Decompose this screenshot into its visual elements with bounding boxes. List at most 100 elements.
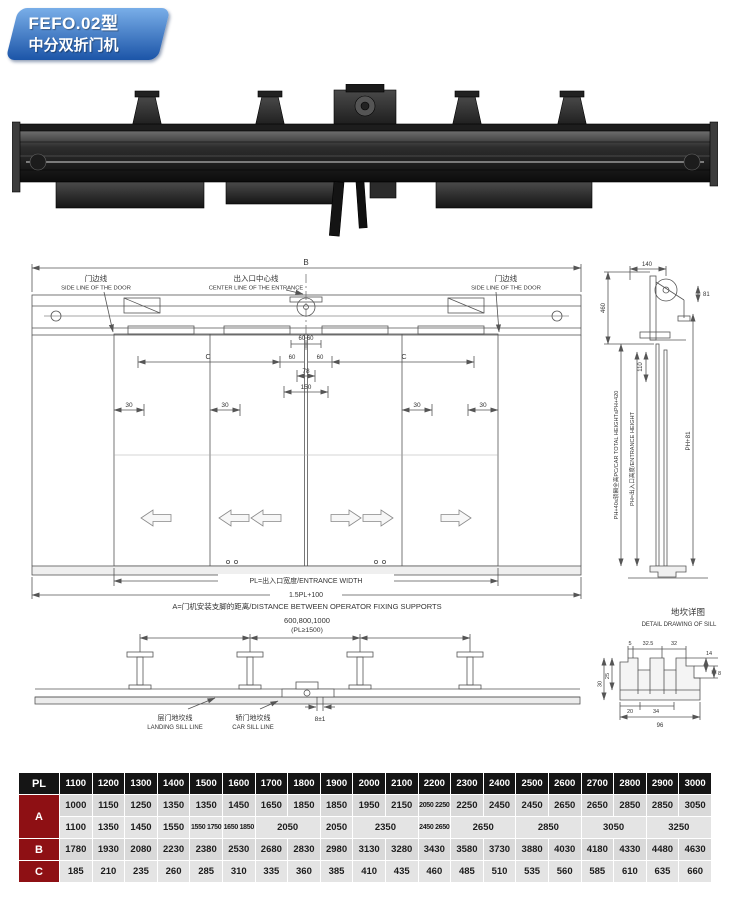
model-type: 中分双折门机	[28, 36, 119, 54]
model-badge-text: FEFO.02型 中分双折门机	[12, 8, 164, 56]
table-cell: 2050 2250	[417, 794, 452, 817]
table-cell: 2530	[221, 838, 256, 861]
model-name: FEFO.02型	[28, 14, 119, 33]
table-cell: 1850	[287, 794, 321, 817]
dim-34-label: 34	[653, 709, 659, 715]
pulley	[683, 153, 701, 171]
dim-460-label: 460	[601, 302, 607, 313]
support-title: A=门机安装支脚的距离/DISTANCE BETWEEN OPERATOR FI…	[172, 601, 441, 611]
overall-width-label: 1.5PL+100	[289, 592, 323, 599]
table-cell: 210	[91, 860, 126, 883]
table-cell: 235	[124, 860, 158, 883]
table-cell: 1550 1750	[189, 816, 223, 839]
table-cell: 1850	[319, 794, 354, 817]
table-cell: 3580	[450, 838, 484, 861]
table-cell: 1350	[156, 794, 191, 817]
dim-96-label: 96	[657, 723, 664, 729]
table-cell: 2830	[287, 838, 321, 861]
ph81-label: PH+81	[685, 431, 692, 451]
table-cell: 435	[384, 860, 419, 883]
table-cell: 3130	[352, 838, 386, 861]
table-cell: 1450	[124, 816, 158, 839]
table-cell: 2080	[124, 838, 158, 861]
side-view-lines	[604, 266, 708, 579]
dim-30-label: 30	[479, 402, 487, 409]
table-cell: 510	[482, 860, 517, 883]
dim-140-label: 140	[642, 262, 653, 268]
dim-30-label: 30	[598, 681, 604, 687]
table-col-header: 1600	[221, 772, 256, 795]
dim-c-label: C	[401, 354, 406, 361]
table-col-header: 2200	[417, 772, 452, 795]
table-cell: 360	[287, 860, 321, 883]
door-arrow-right-icon	[440, 509, 472, 527]
door-hanger-plate	[225, 181, 339, 205]
dim-60-label: 60	[317, 355, 324, 361]
door-arrow-left-icon	[140, 509, 172, 527]
dim-30-label: 30	[413, 402, 421, 409]
table-cell: 2050	[254, 816, 321, 839]
dim-30-label: 30	[125, 402, 133, 409]
table-cell: 660	[678, 860, 712, 883]
table-cell: 2650	[580, 794, 615, 817]
table-cell: 2150	[384, 794, 419, 817]
door-arrow-right-icon	[362, 509, 394, 527]
center-line-label-en: CENTER LINE OF THE ENTRANCE	[209, 286, 304, 292]
dim-c-label: C	[205, 354, 210, 361]
dim-8-label: 8	[718, 671, 721, 677]
support-distances: 600,800,1000	[284, 616, 330, 625]
model-badge: FEFO.02型 中分双折门机	[5, 8, 171, 60]
dim-60-label: 60	[289, 355, 296, 361]
door-line-label-cn: 门边线	[85, 273, 108, 283]
table-cell: 635	[645, 860, 680, 883]
table-cell: 2450 2650	[417, 816, 452, 839]
dim-30-label: 30	[221, 402, 229, 409]
table-cell: 3280	[384, 838, 419, 861]
sill-profile	[619, 657, 701, 701]
table-cell: 1650 1850	[221, 816, 256, 839]
table-cell: 1000	[59, 794, 93, 817]
table-cell: 585	[580, 860, 615, 883]
table-col-header: 2800	[613, 772, 647, 795]
table-col-header: 1700	[254, 772, 289, 795]
door-arrow-left-icon	[218, 509, 250, 527]
table-cell: 2450	[482, 794, 517, 817]
table-cell: 1950	[352, 794, 386, 817]
table-cell: 4030	[547, 838, 582, 861]
table-cell: 2350	[352, 816, 419, 839]
table-cell: 1250	[124, 794, 158, 817]
table-cell: 2850	[645, 794, 680, 817]
support-view-labels: A=门机安装支脚的距离/DISTANCE BETWEEN OPERATOR FI…	[147, 601, 441, 731]
door-line-label-cn: 门边线	[495, 273, 518, 283]
table-cell: 1450	[221, 794, 256, 817]
table-cell: 4180	[580, 838, 615, 861]
table-col-header: 2100	[384, 772, 419, 795]
dim-32-5-label: 32.5	[643, 641, 654, 647]
car-height-label: PH+40≤轿厢全高PC/CAR TOTAL HEIGHT≤PH+420	[612, 391, 620, 520]
landing-sill-label-en: LANDING SILL LINE	[147, 725, 202, 731]
table-cell: 4330	[613, 838, 647, 861]
table-cell: 460	[417, 860, 452, 883]
table-col-header: 2900	[645, 772, 680, 795]
support-condition: (PL≥1500)	[291, 627, 323, 634]
table-cell: 1550	[156, 816, 191, 839]
door-line-label-en: SIDE LINE OF THE DOOR	[471, 286, 541, 292]
table-col-header: 1300	[124, 772, 158, 795]
table-cell: 2650	[450, 816, 517, 839]
dim-5-label: 5	[628, 641, 631, 647]
table-cell: 285	[189, 860, 223, 883]
pulley	[29, 153, 47, 171]
table-cell: 1350	[189, 794, 223, 817]
sill-rail	[34, 696, 581, 705]
table-cell: 1650	[254, 794, 289, 817]
sill-detail-lines	[601, 646, 718, 720]
table-cell: 2980	[319, 838, 354, 861]
front-view-lines	[31, 264, 582, 599]
table-cell: 2680	[254, 838, 289, 861]
side-view-labels: 140 460 81 110 PH+40≤轿厢全高PC/CAR TOTAL HE…	[601, 262, 710, 519]
table-cell: 2850	[613, 794, 647, 817]
table-col-header: 2000	[352, 772, 386, 795]
table-row-label: B	[18, 838, 60, 861]
